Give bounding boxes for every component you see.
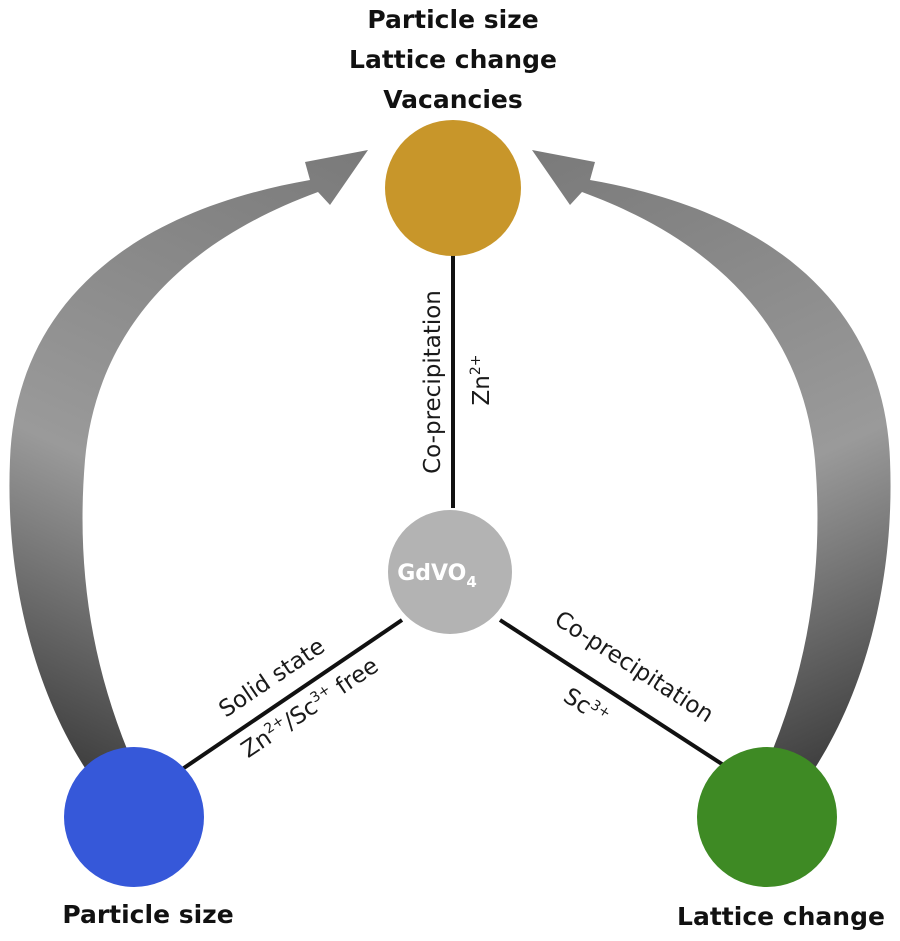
edge-line-left (176, 618, 404, 774)
center-node-label: GdVO4 (397, 561, 477, 591)
top-node-label-3: Vacancies (383, 85, 523, 114)
vertical-edge-method: Co-precipitation (420, 290, 446, 474)
top-node (385, 120, 521, 256)
left-curved-arrow (9, 150, 369, 800)
vertical-edge-dopant-sup: 2+ (468, 355, 484, 376)
right-curved-arrow (532, 150, 891, 800)
center-node (388, 510, 512, 634)
edge-line-right (498, 618, 730, 770)
right-node (697, 747, 837, 887)
left-node-label: Particle size (62, 900, 233, 929)
top-node-label-1: Particle size (367, 5, 538, 34)
top-node-label-2: Lattice change (349, 45, 557, 74)
center-node-label-sub: 4 (466, 573, 476, 591)
left-edge-dopant: Zn2+/Sc3+ free (236, 652, 383, 763)
vertical-edge-dopant: Zn2+ (468, 355, 495, 406)
left-node (64, 747, 204, 887)
right-node-label: Lattice change (677, 902, 885, 931)
